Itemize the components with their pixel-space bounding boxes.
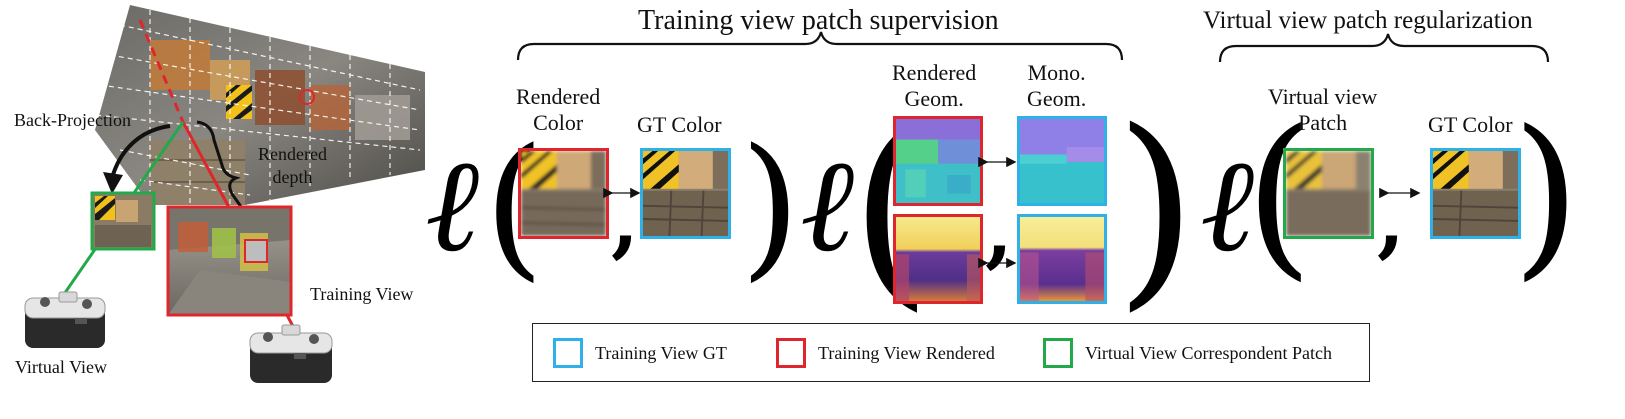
loss-symbol-3: ℓ (1200, 129, 1255, 281)
gt-color-patch-1 (640, 148, 731, 239)
virtual-patch-label: Virtual view Patch (1268, 84, 1378, 135)
close-paren-2: ) (1115, 85, 1197, 330)
rendered-color-patch (518, 148, 609, 239)
legend-swatch-red (776, 338, 806, 368)
mono-geom-label: Mono. Geom. (1027, 60, 1087, 111)
legend-item-training-rendered: Training View Rendered (776, 336, 995, 370)
legend-item-virtual-patch: Virtual View Correspondent Patch (1043, 336, 1332, 370)
rendered-color-label: Rendered Color (516, 84, 601, 135)
back-projection-label: Back-Projection (14, 110, 131, 130)
rendered-geom-label: Rendered Geom. (892, 60, 977, 111)
scene-illustration (24, 5, 425, 383)
rendered-depth-label: Rendered depth (258, 144, 327, 187)
legend-swatch-green (1043, 338, 1073, 368)
gt-color-label-1: GT Color (637, 112, 722, 137)
virtual-view-image (90, 191, 156, 251)
training-section-title: Training view patch supervision (638, 5, 999, 36)
legend-swatch-blue (553, 338, 583, 368)
loss-symbol-1: ℓ (425, 129, 480, 281)
training-ray (138, 19, 185, 123)
close-paren-1: ) (740, 115, 801, 296)
gt-color-patch-2 (1430, 148, 1521, 239)
rendered-normal-patch (893, 116, 983, 206)
training-camera-icon (249, 324, 333, 383)
virtual-section-title: Virtual view patch regularization (1203, 7, 1533, 34)
legend-label-training-gt: Training View GT (595, 342, 727, 363)
gt-color-label-2: GT Color (1428, 112, 1513, 137)
legend-item-training-gt: Training View GT (553, 336, 727, 370)
virtual-camera-icon (24, 291, 106, 348)
mono-depth-patch (1017, 214, 1107, 304)
legend: Training View GT Training View Rendered … (532, 323, 1370, 382)
legend-label-training-rendered: Training View Rendered (818, 342, 995, 363)
legend-label-virtual-patch: Virtual View Correspondent Patch (1085, 342, 1332, 363)
virtual-view-patch (1283, 148, 1374, 239)
back-projection-arrow (103, 124, 171, 194)
rendered-depth-patch (893, 214, 983, 304)
training-view-image (166, 205, 293, 317)
warehouse-surface (95, 5, 425, 205)
training-view-label: Training View (310, 284, 414, 304)
virtual-view-label: Virtual View (15, 357, 107, 377)
comma-1: , (611, 173, 639, 267)
loss-symbol-2: ℓ (800, 129, 855, 281)
mono-normal-patch (1017, 116, 1107, 206)
section-braces (516, 31, 1550, 63)
comma-2: , (985, 183, 1013, 277)
comma-3: , (1377, 173, 1405, 267)
close-paren-3: ) (1512, 94, 1581, 297)
